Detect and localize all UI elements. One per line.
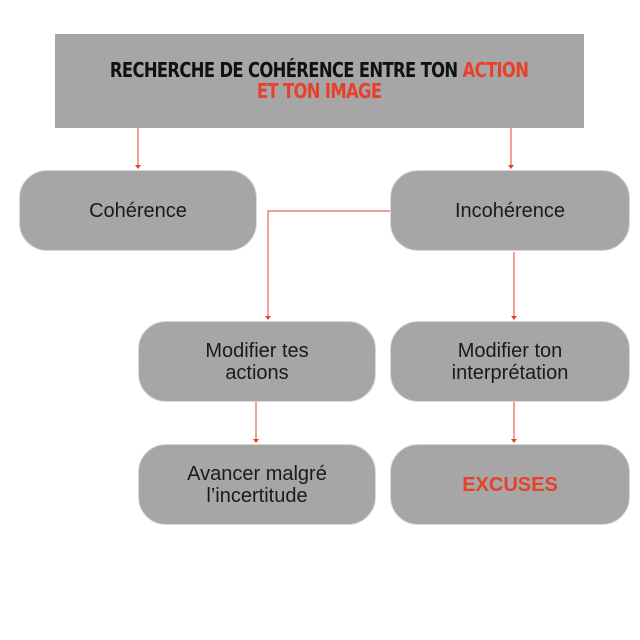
node-modifier-actions-line1: Modifier tes <box>205 339 309 362</box>
node-avancer-line1: Avancer malgré <box>187 462 327 485</box>
node-avancer: Avancer malgré l’incertitude <box>138 444 376 525</box>
node-coherence: Cohérence <box>19 170 257 251</box>
arrowhead-incoherence <box>508 165 514 169</box>
node-excuses-label: EXCUSES <box>462 473 558 496</box>
node-incoherence-label: Incohérence <box>454 199 566 222</box>
header-title-highlight-image: ET TON IMAGE <box>257 79 382 103</box>
header-title: RECHERCHE DE COHÉRENCE ENTRE TON ACTION … <box>110 58 529 103</box>
connector-incoherence-to-modifier-actions <box>267 210 390 317</box>
arrowhead-avancer <box>253 439 259 443</box>
node-incoherence: Incohérence <box>390 170 630 251</box>
node-excuses: EXCUSES <box>390 444 630 525</box>
node-modifier-actions-line2: actions <box>225 361 289 384</box>
arrowhead-modifier-interpretation <box>511 316 517 320</box>
arrowhead-coherence <box>135 165 141 169</box>
arrowhead-excuses <box>511 439 517 443</box>
header-title-line1: RECHERCHE DE COHÉRENCE ENTRE TON <box>110 58 463 82</box>
arrowhead-modifier-actions <box>265 316 271 320</box>
node-modifier-interpretation-line1: Modifier ton <box>457 339 563 362</box>
node-modifier-interpretation-line2: interprétation <box>451 361 569 384</box>
header-banner: RECHERCHE DE COHÉRENCE ENTRE TON ACTION … <box>55 34 584 128</box>
node-coherence-label: Cohérence <box>89 199 187 222</box>
node-avancer-line2: l’incertitude <box>206 484 308 507</box>
header-title-highlight-action: ACTION <box>462 58 529 82</box>
node-modifier-actions: Modifier tes actions <box>138 321 376 402</box>
node-modifier-interpretation: Modifier ton interprétation <box>390 321 630 402</box>
